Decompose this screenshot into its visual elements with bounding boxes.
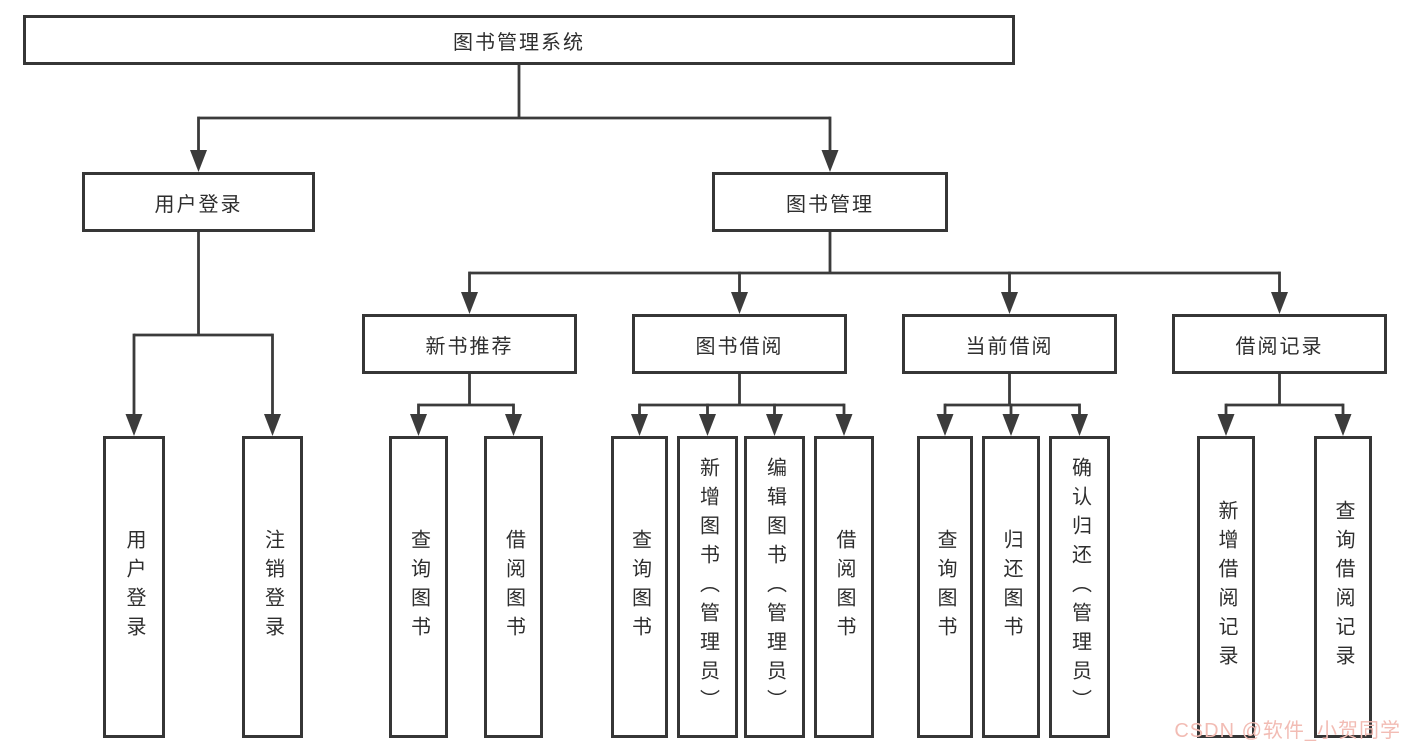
node-leaf-query-cur: 查询图书: [917, 436, 973, 738]
node-leaf-borrow-book: 借阅图书: [814, 436, 874, 738]
node-label-leaf-query-cur: 查询图书: [934, 529, 956, 645]
node-cur-borrow: 当前借阅: [902, 314, 1117, 374]
node-label-leaf-edit-book: 编辑图书（管理员）: [763, 456, 786, 718]
node-leaf-borrow-rec: 借阅图书: [484, 436, 543, 738]
node-book-mgmt: 图书管理: [712, 172, 948, 232]
node-book-borrow: 图书借阅: [632, 314, 847, 374]
node-leaf-logout: 注销登录: [242, 436, 303, 738]
node-label-leaf-return-book: 归还图书: [1000, 529, 1022, 645]
node-label-leaf-query-rec: 查询图书: [407, 529, 430, 645]
node-label-leaf-logout: 注销登录: [261, 529, 284, 645]
node-label-book-borrow: 图书借阅: [695, 335, 784, 358]
node-label-root: 图书管理系统: [453, 31, 585, 54]
node-leaf-add-book: 新增图书（管理员）: [677, 436, 738, 738]
node-label-new-rec: 新书推荐: [425, 335, 514, 358]
node-label-leaf-confirm-return: 确认归还（管理员）: [1068, 456, 1091, 718]
node-root: 图书管理系统: [23, 15, 1015, 65]
node-label-leaf-borrow-rec: 借阅图书: [502, 529, 525, 645]
node-label-leaf-query-record: 查询借阅记录: [1332, 500, 1354, 674]
node-label-leaf-add-book: 新增图书（管理员）: [696, 456, 719, 718]
node-borrow-rec: 借阅记录: [1172, 314, 1387, 374]
node-label-leaf-user-login: 用户登录: [123, 529, 145, 645]
node-leaf-query-borrow: 查询图书: [611, 436, 668, 738]
node-label-leaf-borrow-book: 借阅图书: [833, 529, 855, 645]
node-label-leaf-add-record: 新增借阅记录: [1215, 500, 1237, 674]
node-label-book-mgmt: 图书管理: [786, 193, 874, 216]
node-leaf-return-book: 归还图书: [982, 436, 1040, 738]
node-leaf-query-rec: 查询图书: [389, 436, 448, 738]
node-leaf-query-record: 查询借阅记录: [1314, 436, 1372, 738]
node-user-login: 用户登录: [82, 172, 315, 232]
node-label-user-login: 用户登录: [154, 193, 243, 216]
node-leaf-edit-book: 编辑图书（管理员）: [744, 436, 805, 738]
node-label-leaf-query-borrow: 查询图书: [628, 529, 651, 645]
node-leaf-user-login: 用户登录: [103, 436, 165, 738]
node-leaf-add-record: 新增借阅记录: [1197, 436, 1255, 738]
node-new-rec: 新书推荐: [362, 314, 577, 374]
node-leaf-confirm-return: 确认归还（管理员）: [1049, 436, 1110, 738]
node-label-borrow-rec: 借阅记录: [1235, 335, 1324, 358]
node-label-cur-borrow: 当前借阅: [965, 335, 1054, 358]
